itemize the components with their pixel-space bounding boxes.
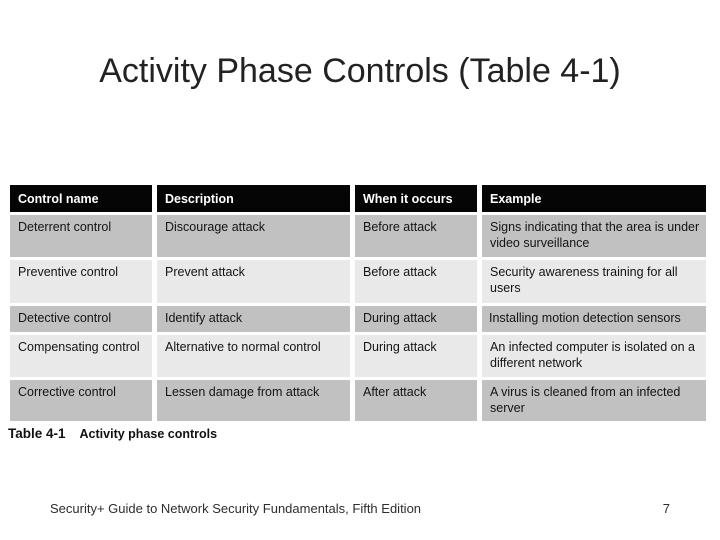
activity-phase-controls-table: Control name Description When it occurs … xyxy=(10,185,706,421)
column-header-example: Example xyxy=(482,185,706,212)
table-cell: Signs indicating that the area is under … xyxy=(482,215,706,257)
table-cell: Corrective control xyxy=(10,380,152,421)
table-cell: Detective control xyxy=(10,306,152,332)
table-caption-text: Activity phase controls xyxy=(79,427,218,441)
table-caption-label: Table 4-1 xyxy=(8,426,66,441)
table-cell: Discourage attack xyxy=(157,215,350,257)
table-caption: Table 4-1 Activity phase controls xyxy=(8,425,217,443)
table-cell: After attack xyxy=(355,380,477,421)
table-cell: Security awareness training for all user… xyxy=(482,260,706,303)
table-cell: During attack xyxy=(355,306,477,332)
table-cell: Identify attack xyxy=(157,306,350,332)
table-cell: Compensating control xyxy=(10,335,152,377)
column-header-description: Description xyxy=(157,185,350,212)
table-cell: An infected computer is isolated on a di… xyxy=(482,335,706,377)
slide-footer: Security+ Guide to Network Security Fund… xyxy=(50,501,670,516)
table-cell: During attack xyxy=(355,335,477,377)
footer-book-title: Security+ Guide to Network Security Fund… xyxy=(50,501,422,516)
page-number: 7 xyxy=(662,501,670,516)
column-header-when-it-occurs: When it occurs xyxy=(355,185,477,212)
table-cell: Lessen damage from attack xyxy=(157,380,350,421)
slide-title: Activity Phase Controls (Table 4-1) xyxy=(99,52,621,90)
table-cell: Preventive control xyxy=(10,260,152,303)
table-cell: Before attack xyxy=(355,215,477,257)
table-cell: Before attack xyxy=(355,260,477,303)
table-cell: Deterrent control xyxy=(10,215,152,257)
column-header-control-name: Control name xyxy=(10,185,152,212)
table-cell: Alternative to normal control xyxy=(157,335,350,377)
table-cell: Prevent attack xyxy=(157,260,350,303)
table-cell: A virus is cleaned from an infected serv… xyxy=(482,380,706,421)
table-cell: Installing motion detection sensors xyxy=(482,306,706,332)
